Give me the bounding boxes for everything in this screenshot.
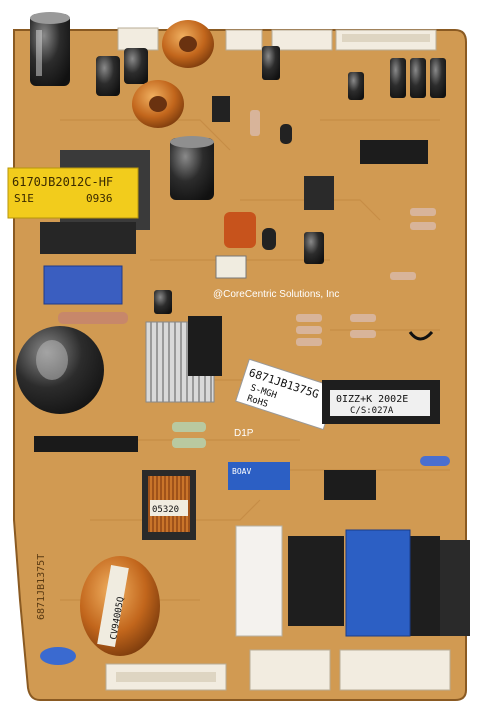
toroid-inductors — [132, 20, 214, 128]
blue-relay — [345, 529, 411, 637]
choke-label: 05320 — [152, 505, 179, 515]
ferrite-coil: CV94005Q — [80, 556, 160, 656]
resistors — [58, 110, 436, 448]
blue-capacitor — [40, 647, 76, 665]
transformer-label-1: 6170JB2012C-HF — [12, 175, 113, 189]
board-edge-label: 6871JB1375T — [36, 554, 47, 620]
eprom-label: 0IZZ+K 2002E — [336, 394, 408, 405]
transformer-label-3: 0936 — [86, 192, 113, 205]
electrolytic-capacitor — [30, 12, 70, 86]
bottom-connectors — [105, 649, 451, 691]
capacitors-mid — [154, 136, 324, 314]
top-connectors — [117, 27, 437, 51]
header-strip — [34, 436, 138, 452]
blue-diode — [420, 456, 450, 466]
film-capacitors — [43, 212, 256, 305]
large-capacitor-left — [16, 326, 104, 414]
fuse-label: D1P — [234, 428, 254, 439]
capacitors-top — [96, 46, 446, 100]
blue-sticker-label: BOAV — [232, 467, 251, 476]
ic-chip-top — [360, 140, 428, 164]
eprom-chip: 0IZZ+K 2002E C/S:027A — [322, 380, 440, 424]
heatsink — [145, 316, 222, 403]
ic-chip-mid — [324, 470, 376, 500]
board-logo-mark — [408, 330, 434, 341]
blue-sticker: BOAV — [228, 462, 290, 490]
choke-coil: 05320 — [142, 470, 196, 540]
eprom-sub: C/S:027A — [350, 406, 394, 416]
watermark: @CoreCentric Solutions, Inc — [213, 289, 339, 300]
white-relay — [235, 525, 283, 637]
transformer: 6170JB2012C-HF S1E 0936 — [7, 150, 150, 230]
transformer-label-2: S1E — [14, 192, 34, 205]
power-components — [40, 96, 334, 254]
